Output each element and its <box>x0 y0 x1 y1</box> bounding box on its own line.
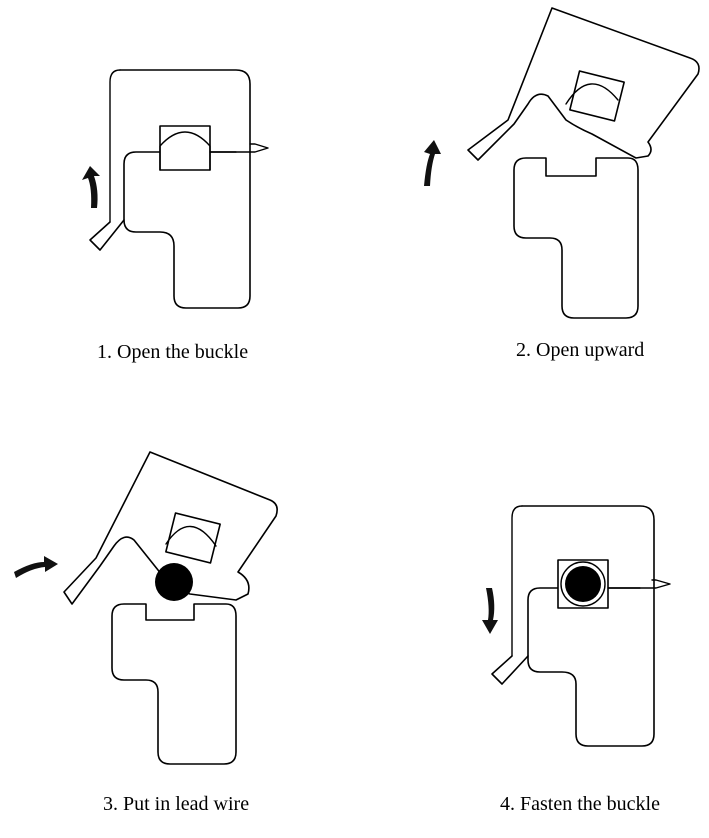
step-4-down-arrow-icon <box>482 588 498 634</box>
step-3-right-arrow-icon <box>14 556 58 578</box>
step-4-clamp-outer-edge <box>511 505 523 657</box>
step-1-spring-line <box>209 143 269 153</box>
step-2-caption: 2. Open upward <box>516 339 645 361</box>
step-4-spring-line <box>607 579 671 589</box>
step-1-illustration <box>82 69 269 309</box>
step-1-clamp-body <box>119 69 251 309</box>
step-2-up-arrow-icon <box>424 140 441 186</box>
step-4-caption: 4. Fasten the buckle <box>500 793 660 815</box>
step-1-dome <box>159 131 211 171</box>
step-3-illustration <box>14 451 278 765</box>
step-3-center-housing <box>165 512 221 564</box>
step-1-clamp-outer-edge <box>109 69 121 223</box>
step-1-latch-tab <box>89 219 125 251</box>
step-2-center-housing <box>569 70 625 122</box>
step-4-dome-ring <box>560 561 606 607</box>
step-3-caption: 3. Put in lead wire <box>103 793 250 815</box>
step-3-upper-jaw <box>63 451 278 605</box>
step-3-lower-body <box>111 603 237 765</box>
step-2-lower-body <box>513 157 639 319</box>
step-2-illustration <box>424 7 700 319</box>
step-2-dome <box>565 83 619 105</box>
step-4-latch-tab <box>491 655 529 685</box>
step-3-dome <box>165 525 217 547</box>
step-4-clamp-body <box>521 505 655 747</box>
step-4-lead-wire <box>565 566 601 602</box>
step-4-illustration <box>482 505 671 747</box>
step-1-caption: 1. Open the buckle <box>97 341 249 363</box>
step-1-up-arrow-icon <box>82 166 100 208</box>
step-3-lead-wire <box>155 563 193 601</box>
